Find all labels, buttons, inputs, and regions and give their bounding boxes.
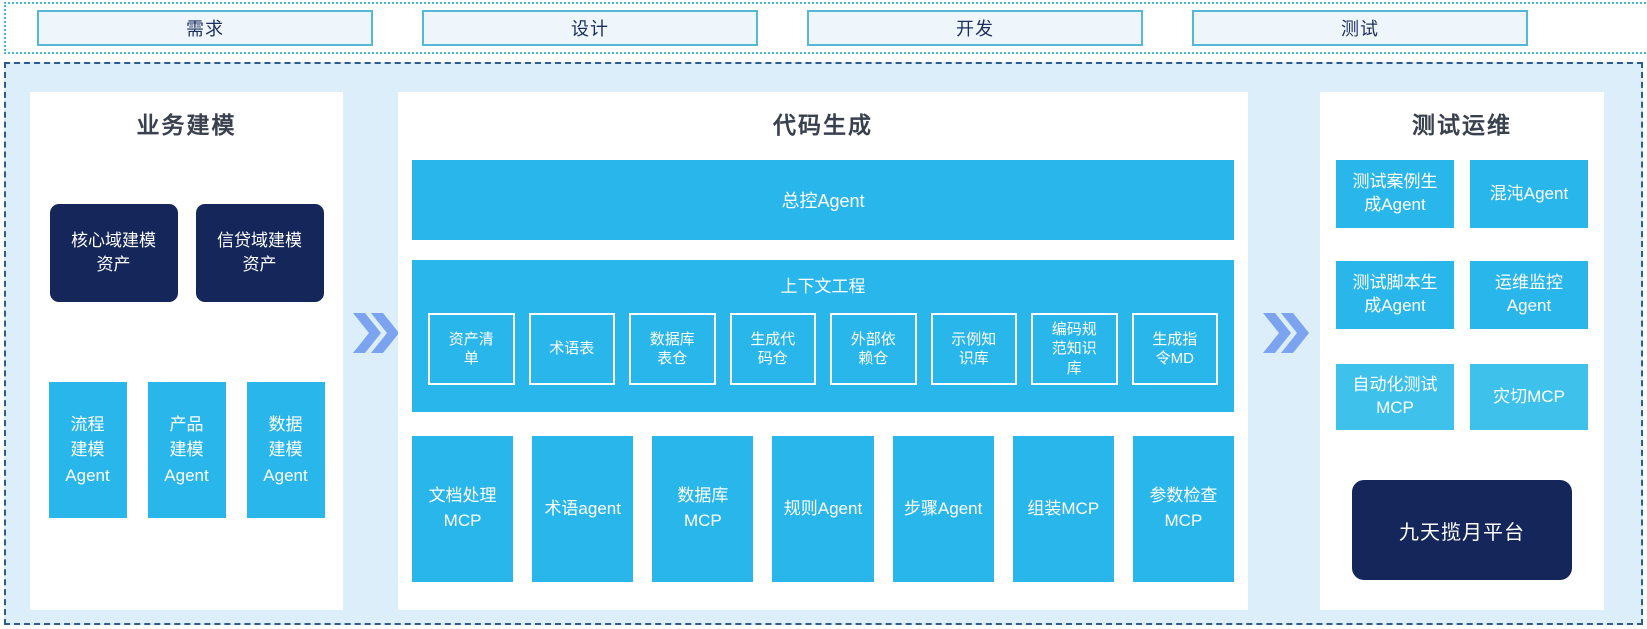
external-dependency-repo-box: 外部依 赖仓 bbox=[830, 313, 917, 385]
core-domain-asset-box: 核心域建模 资产 bbox=[49, 204, 178, 302]
modeling-agent-row: 流程 建模 Agent 产品 建模 Agent 数据 建模 Agent bbox=[30, 382, 343, 518]
panel-title-test-ops: 测试运维 bbox=[1412, 112, 1512, 138]
pipeline-container: 业务建模 核心域建模 资产 信贷域建模 资产 流程 建模 Agent 产品 建模… bbox=[4, 62, 1643, 625]
db-table-repo-box: 数据库 表仓 bbox=[629, 313, 716, 385]
jiutian-lanyue-platform-box: 九天揽月平台 bbox=[1352, 480, 1572, 580]
testops-row-1: 测试案例生 成Agent 混沌Agent bbox=[1336, 160, 1588, 228]
generation-instruction-md-box: 生成指 令MD bbox=[1131, 313, 1218, 385]
master-agent-bar: 总控Agent bbox=[412, 160, 1234, 240]
generated-code-repo-box: 生成代 码仓 bbox=[729, 313, 816, 385]
stage-box-testing: 测试 bbox=[1192, 10, 1528, 46]
flow-chevron-icon bbox=[352, 312, 400, 354]
param-check-mcp-box: 参数检查 MCP bbox=[1132, 436, 1234, 582]
data-modeling-agent-box: 数据 建模 Agent bbox=[246, 382, 325, 518]
step-agent-box: 步骤Agent bbox=[892, 436, 994, 582]
context-engineering-group: 上下文工程 资产清 单 术语表 数据库 表仓 生成代 码仓 外部依 赖仓 示例知… bbox=[412, 260, 1234, 412]
stage-box-development: 开发 bbox=[807, 10, 1143, 46]
ops-monitor-agent-box: 运维监控 Agent bbox=[1470, 261, 1588, 329]
assembly-mcp-box: 组装MCP bbox=[1012, 436, 1114, 582]
process-modeling-agent-box: 流程 建模 Agent bbox=[48, 382, 127, 518]
modeling-asset-row: 核心域建模 资产 信贷域建模 资产 bbox=[30, 204, 343, 302]
stage-box-requirements: 需求 bbox=[37, 10, 373, 46]
testops-row-3: 自动化测试 MCP 灾切MCP bbox=[1336, 364, 1588, 430]
credit-domain-asset-box: 信贷域建模 资产 bbox=[195, 204, 324, 302]
glossary-box: 术语表 bbox=[528, 313, 615, 385]
panel-code-generation: 代码生成 总控Agent 上下文工程 资产清 单 术语表 数据库 表仓 生成代 … bbox=[398, 92, 1248, 610]
worker-row: 文档处理 MCP 术语agent 数据库 MCP 规则Agent 步骤Agent… bbox=[412, 436, 1234, 582]
panel-title-code-generation: 代码生成 bbox=[773, 112, 873, 138]
testops-row-2: 测试脚本生 成Agent 运维监控 Agent bbox=[1336, 261, 1588, 329]
context-engineering-title: 上下文工程 bbox=[780, 277, 866, 296]
glossary-agent-box: 术语agent bbox=[532, 436, 634, 582]
test-case-gen-agent-box: 测试案例生 成Agent bbox=[1336, 160, 1454, 228]
product-modeling-agent-box: 产品 建模 Agent bbox=[147, 382, 226, 518]
panel-test-ops: 测试运维 测试案例生 成Agent 混沌Agent 测试脚本生 成Agent 运… bbox=[1320, 92, 1604, 610]
disaster-switch-mcp-box: 灾切MCP bbox=[1470, 364, 1588, 430]
panel-business-modeling: 业务建模 核心域建模 资产 信贷域建模 资产 流程 建模 Agent 产品 建模… bbox=[30, 92, 343, 610]
doc-processing-mcp-box: 文档处理 MCP bbox=[412, 436, 514, 582]
database-mcp-box: 数据库 MCP bbox=[652, 436, 754, 582]
auto-test-mcp-box: 自动化测试 MCP bbox=[1336, 364, 1454, 430]
context-item-row: 资产清 单 术语表 数据库 表仓 生成代 码仓 外部依 赖仓 示例知 识库 编码… bbox=[412, 313, 1234, 385]
asset-list-box: 资产清 单 bbox=[428, 313, 515, 385]
rule-agent-box: 规则Agent bbox=[772, 436, 874, 582]
chaos-agent-box: 混沌Agent bbox=[1470, 160, 1588, 228]
flow-chevron-icon bbox=[1262, 312, 1310, 354]
coding-standard-knowledge-base-box: 编码规 范知识 库 bbox=[1031, 313, 1118, 385]
stage-strip: 需求 设计 开发 测试 bbox=[4, 2, 1647, 54]
stage-box-design: 设计 bbox=[422, 10, 758, 46]
test-script-gen-agent-box: 测试脚本生 成Agent bbox=[1336, 261, 1454, 329]
example-knowledge-base-box: 示例知 识库 bbox=[930, 313, 1017, 385]
panel-title-business-modeling: 业务建模 bbox=[136, 112, 237, 138]
